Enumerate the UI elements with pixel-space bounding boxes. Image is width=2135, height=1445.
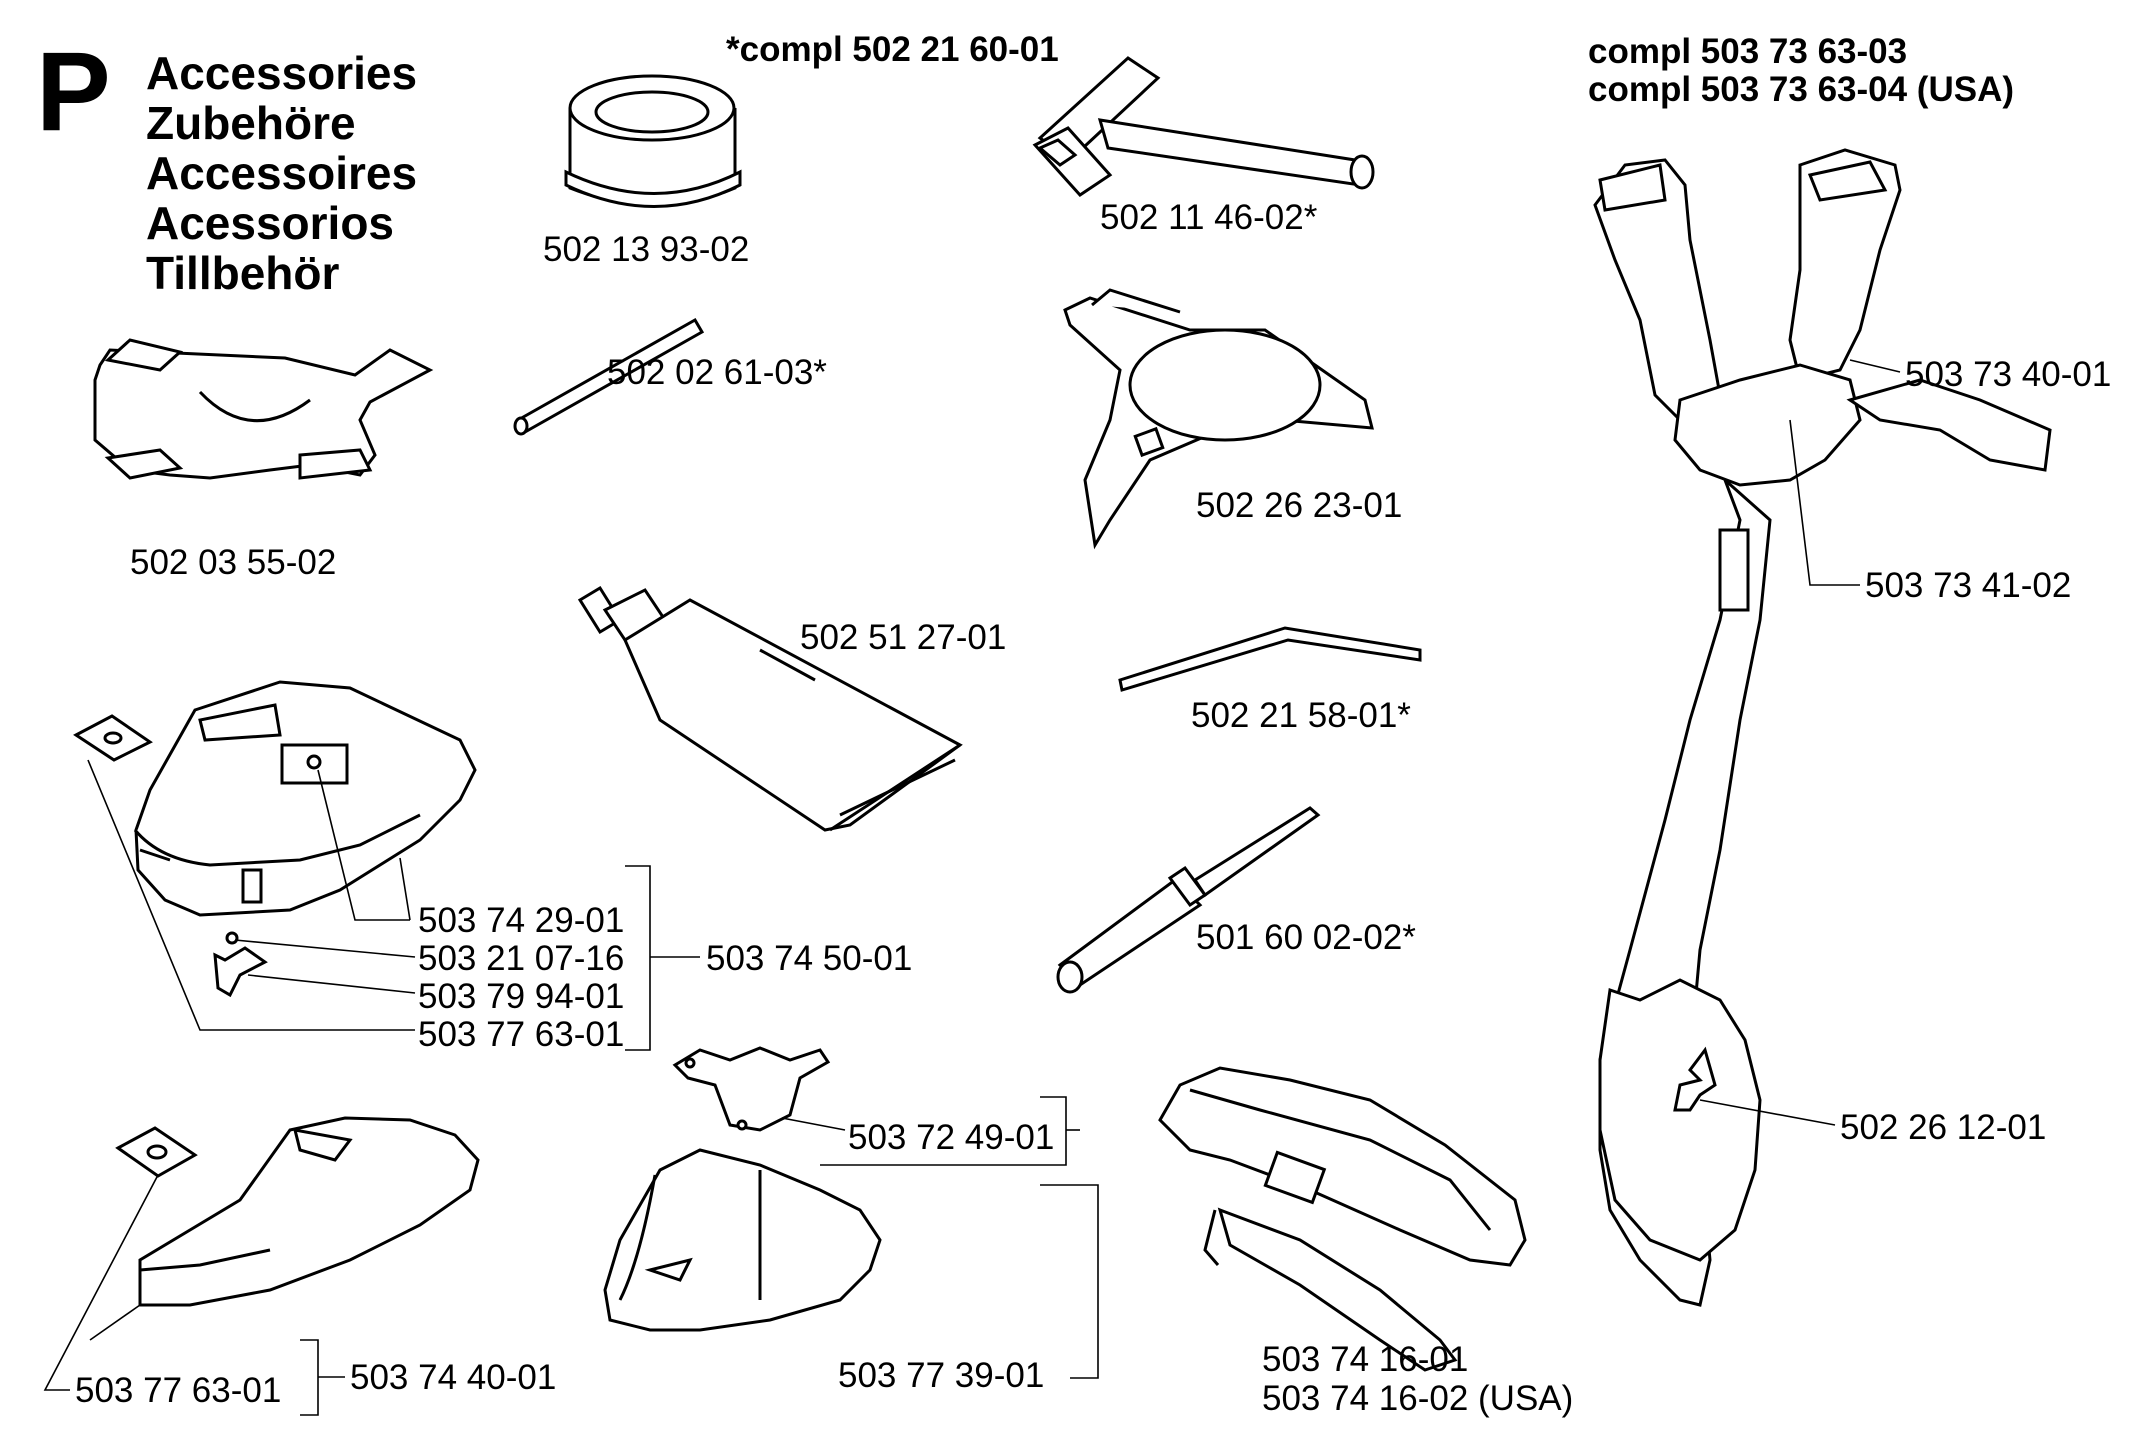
- leader-lines: [43, 359, 1901, 1416]
- screwdriver-drawing: [1056, 806, 1321, 994]
- part-502-26-23-01: 502 26 23-01: [1196, 486, 1403, 525]
- guard-drawing: [603, 1148, 882, 1332]
- part-503-74-29-01: 503 74 29-01: [418, 901, 625, 940]
- part-502-26-12-01: 502 26 12-01: [1840, 1108, 2047, 1147]
- part-502-03-55-02: 502 03 55-02: [130, 543, 337, 582]
- tri-arm-guard-drawing: [1063, 288, 1374, 550]
- part-503-74-16-02: 503 74 16-02 (USA): [1262, 1379, 1574, 1418]
- part-503-79-94-01: 503 79 94-01: [418, 977, 625, 1016]
- part-502-02-61-03: 502 02 61-03*: [607, 353, 827, 392]
- section-letter: P: [36, 29, 111, 154]
- trimmer-guard-drawing: [133, 680, 477, 917]
- part-503-73-41-02: 503 73 41-02: [1865, 566, 2072, 605]
- part-501-60-02-02: 501 60 02-02*: [1196, 918, 1416, 957]
- part-502-21-58-01: 502 21 58-01*: [1191, 696, 1411, 735]
- spool-ring-drawing: [564, 74, 742, 208]
- hex-key-drawing: [1118, 626, 1422, 692]
- mount-plate-b-drawing: [115, 1126, 198, 1178]
- part-503-74-50-01: 503 74 50-01: [706, 939, 913, 978]
- bracket-drawing: [672, 1046, 831, 1132]
- part-503-77-39-01: 503 77 39-01: [838, 1356, 1045, 1395]
- harness-header-2: compl 503 73 63-04 (USA): [1588, 70, 2015, 109]
- belt-drawing: [1158, 1066, 1527, 1372]
- kit-header: *compl 502 21 60-01: [726, 30, 1059, 69]
- title-en: Accessories: [146, 47, 418, 99]
- blade-guard-drawing: [93, 338, 434, 480]
- part-503-72-49-01: 503 72 49-01: [848, 1118, 1055, 1157]
- harness-drawing: [1593, 148, 2052, 1307]
- part-503-74-40-01: 503 74 40-01: [350, 1358, 557, 1397]
- part-502-51-27-01: 502 51 27-01: [800, 618, 1007, 657]
- grease-tube-drawing: [577, 585, 963, 832]
- title-de: Zubehöre: [146, 97, 356, 149]
- title-pt: Acessorios: [146, 197, 395, 249]
- part-502-13-93-02: 502 13 93-02: [543, 230, 750, 269]
- part-502-11-46-02: 502 11 46-02*: [1100, 198, 1318, 237]
- title-fr: Accessoires: [146, 147, 418, 199]
- socket-wrench-drawing: [1032, 56, 1375, 197]
- mount-plate-drawing: [73, 714, 153, 762]
- part-503-74-16-01: 503 74 16-01: [1262, 1340, 1469, 1379]
- part-503-73-40-01: 503 73 40-01: [1905, 355, 2112, 394]
- deflector-drawing: [138, 1116, 480, 1307]
- clip-drawing: [213, 931, 268, 998]
- title-sv: Tillbehör: [146, 247, 340, 299]
- harness-header-1: compl 503 73 63-03: [1588, 32, 1908, 71]
- part-503-77-63-01-a: 503 77 63-01: [418, 1015, 625, 1054]
- part-503-21-07-16: 503 21 07-16: [418, 939, 625, 978]
- pin-drawing: [513, 317, 705, 436]
- part-503-77-63-01-b: 503 77 63-01: [75, 1371, 282, 1410]
